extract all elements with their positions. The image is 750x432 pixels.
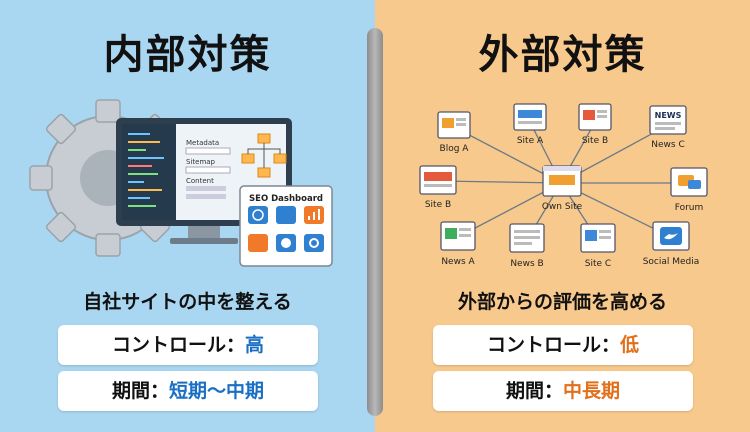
site-label: Social Media bbox=[643, 257, 700, 267]
site-node-site-a: Site A bbox=[513, 103, 547, 146]
control-label: コントロール： bbox=[486, 334, 620, 356]
site-node-news-c: NEWS News C bbox=[649, 105, 687, 150]
site-label: News A bbox=[441, 257, 475, 267]
period-value: 短期〜中期 bbox=[169, 380, 265, 402]
site-node-forum: Forum bbox=[670, 167, 708, 213]
news-badge: NEWS bbox=[655, 111, 682, 120]
site-label: Site A bbox=[517, 136, 544, 146]
period-value: 中長期 bbox=[563, 380, 621, 402]
hierarchy-icon bbox=[276, 206, 296, 224]
metadata-label: Metadata bbox=[186, 139, 219, 147]
site-node-news-a: News A bbox=[440, 221, 476, 267]
site-label: Site C bbox=[585, 259, 611, 269]
site-label: Forum bbox=[675, 203, 704, 213]
center-divider bbox=[367, 28, 383, 416]
period-label: 期間： bbox=[505, 380, 563, 402]
internal-control-pill: コントロール：高 bbox=[58, 325, 318, 365]
site-node-site-c: Site C bbox=[580, 223, 616, 269]
wrench-icon bbox=[248, 234, 268, 252]
internal-period-pill: 期間：短期〜中期 bbox=[58, 371, 318, 411]
seo-dashboard: SEO Dashboard bbox=[239, 185, 333, 267]
internal-measures-panel: 内部対策 bbox=[0, 0, 375, 432]
site-node-social-media: Social Media bbox=[643, 221, 700, 267]
content-label: Content bbox=[186, 177, 214, 185]
site-label: Blog A bbox=[440, 144, 470, 154]
external-subtitle: 外部からの評価を高める bbox=[457, 291, 667, 313]
period-label: 期間： bbox=[111, 380, 169, 402]
own-site-label: Own Site bbox=[542, 202, 583, 212]
site-node-site-b: Site B bbox=[578, 103, 612, 146]
sitemap-tree-icon bbox=[241, 133, 287, 178]
site-label: News C bbox=[651, 140, 684, 150]
control-label: コントロール： bbox=[111, 334, 245, 356]
internal-illustration: Metadata Sitemap Content SEO Dashboard bbox=[29, 99, 333, 267]
external-measures-panel: 外部対策 Own Site Blog A bbox=[375, 0, 750, 432]
external-control-pill: コントロール：低 bbox=[433, 325, 693, 365]
site-node-blog-a: Blog A bbox=[437, 111, 471, 154]
site-label: Site B bbox=[582, 136, 608, 146]
site-node-site-b-2: Site B bbox=[419, 165, 457, 210]
control-value: 高 bbox=[245, 334, 265, 356]
external-period-pill: 期間：中長期 bbox=[433, 371, 693, 411]
seo-dashboard-title: SEO Dashboard bbox=[249, 194, 323, 204]
link-network-diagram: Own Site Blog A Site A Site B NEWS News … bbox=[419, 103, 708, 269]
external-title: 外部対策 bbox=[478, 32, 647, 78]
site-node-news-b: News B bbox=[509, 223, 545, 269]
gauge-icon bbox=[248, 206, 268, 224]
control-value: 低 bbox=[620, 334, 640, 356]
own-site-node: Own Site bbox=[542, 165, 583, 212]
internal-title: 内部対策 bbox=[103, 32, 272, 78]
site-label: News B bbox=[510, 259, 543, 269]
sitemap-label: Sitemap bbox=[186, 158, 216, 166]
gear-small-icon bbox=[304, 234, 324, 252]
site-label: Site B bbox=[425, 200, 451, 210]
internal-subtitle: 自社サイトの中を整える bbox=[83, 291, 292, 313]
